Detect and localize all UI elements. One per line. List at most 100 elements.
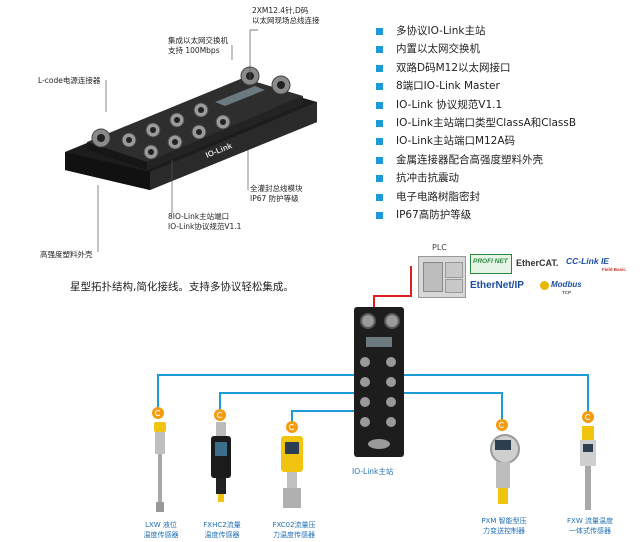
feature-text: 双路D码M12以太网接口 bbox=[396, 61, 511, 74]
callout-ports-line1: 8IO-Link主站端口 bbox=[168, 212, 230, 221]
modbus-icon bbox=[540, 281, 549, 290]
iolink-icon bbox=[286, 421, 298, 433]
cclink-sub-text: Field Basic bbox=[602, 267, 626, 272]
device-label: FXHC2流量 温度传感器 bbox=[196, 520, 248, 540]
fxhc2-sensor-image bbox=[210, 422, 232, 502]
link-line bbox=[587, 374, 589, 414]
callout-switch: 集成以太网交换机 支持 100Mbps bbox=[168, 36, 228, 56]
callout-potting-line2: IP67 防护等级 bbox=[250, 194, 299, 203]
bullet-icon bbox=[376, 46, 383, 54]
device-label: FXW 流量温度 一体式传感器 bbox=[560, 516, 620, 536]
ethernetip-logo: EtherNet/IP bbox=[470, 280, 524, 291]
bullet-icon bbox=[376, 175, 383, 183]
device-label-line1: FXHC2流量 bbox=[203, 521, 241, 529]
cclink-text: CC-Link IE bbox=[566, 256, 609, 266]
device-label-line2: 力变送控制器 bbox=[483, 527, 525, 535]
feature-text: IO-Link主站端口类型ClassA和ClassB bbox=[396, 116, 577, 129]
device-label-line2: 温度传感器 bbox=[204, 531, 240, 539]
device-label: PXM 智能型压 力变送控制器 bbox=[474, 516, 534, 536]
iolink-icon bbox=[582, 411, 594, 423]
feature-list: 多协议IO-Link主站 内置以太网交换机 双路D码M12以太网接口 8端口IO… bbox=[376, 22, 576, 224]
feature-text: 8端口IO-Link Master bbox=[396, 80, 500, 93]
feature-item: IO-Link主站端口M12A码 bbox=[376, 132, 576, 150]
link-line bbox=[219, 392, 355, 394]
feature-item: 电子电路树脂密封 bbox=[376, 188, 576, 206]
callout-switch-line1: 集成以太网交换机 bbox=[168, 36, 228, 45]
callout-ports: 8IO-Link主站端口 IO-Link协议规范V1.1 bbox=[168, 212, 241, 232]
bullet-icon bbox=[376, 156, 383, 164]
bullet-icon bbox=[376, 138, 383, 146]
callout-potting: 全灌封总线模块 IP67 防护等级 bbox=[250, 184, 303, 204]
link-line bbox=[501, 392, 503, 422]
plc-device bbox=[418, 256, 466, 298]
profinet-logo: PROFI NET bbox=[470, 254, 512, 274]
bullet-icon bbox=[376, 83, 383, 91]
plc-label: PLC bbox=[432, 243, 447, 252]
device-label-line2: 温度传感器 bbox=[143, 531, 179, 539]
product-photo: IO-Link bbox=[55, 40, 325, 210]
modbus-text: Modbus bbox=[551, 280, 582, 289]
link-line bbox=[291, 410, 355, 412]
iolink-icon bbox=[152, 407, 164, 419]
callout-lcode: L-code电源连接器 bbox=[38, 76, 101, 85]
iolink-master-label: IO-Link主站 bbox=[352, 467, 394, 476]
callout-m12-d-line2: 以太网现场总线连接 bbox=[252, 16, 320, 25]
device-label-line2: 一体式传感器 bbox=[569, 527, 611, 535]
device-label-line1: LXW 液位 bbox=[145, 521, 177, 529]
bullet-icon bbox=[376, 193, 383, 201]
network-link-vertical bbox=[410, 266, 412, 296]
feature-item: 双路D码M12以太网接口 bbox=[376, 59, 576, 77]
link-line bbox=[219, 392, 221, 412]
iolink-master-module bbox=[354, 307, 404, 457]
iolink-icon bbox=[214, 409, 226, 421]
bullet-icon bbox=[376, 64, 383, 72]
device-label: FXC02流量压 力温度传感器 bbox=[266, 520, 322, 540]
device-label-line1: PXM 智能型压 bbox=[481, 517, 527, 525]
feature-text: 电子电路树脂密封 bbox=[396, 190, 480, 203]
feature-item: IO-Link 协议规范V1.1 bbox=[376, 96, 576, 114]
network-link-horizontal bbox=[373, 295, 412, 297]
feature-text: 多协议IO-Link主站 bbox=[396, 25, 486, 37]
feature-item: IP67高防护等级 bbox=[376, 206, 576, 224]
device-label-line1: FXC02流量压 bbox=[272, 521, 316, 529]
feature-item: 抗冲击抗震动 bbox=[376, 169, 576, 187]
feature-item: 金属连接器配合高强度塑料外壳 bbox=[376, 151, 576, 169]
feature-text: 内置以太网交换机 bbox=[396, 43, 480, 56]
tagline: 星型拓扑结构,简化接线。支持多协议轻松集成。 bbox=[70, 281, 294, 293]
callout-lines bbox=[97, 29, 258, 252]
bullet-icon bbox=[376, 119, 383, 127]
link-line bbox=[157, 374, 355, 376]
feature-item: IO-Link主站端口类型ClassA和ClassB bbox=[376, 114, 576, 132]
callout-m12-d-line1: 2XM12.4针,D码 bbox=[252, 6, 309, 15]
device-label-line1: FXW 流量温度 bbox=[567, 517, 613, 525]
profinet-text: PROFI NET bbox=[473, 258, 508, 265]
callout-ports-line2: IO-Link协议规范V1.1 bbox=[168, 222, 242, 231]
ethercat-logo: EtherCAT. bbox=[516, 258, 559, 268]
callout-m12-d: 2XM12.4针,D码 以太网现场总线连接 bbox=[252, 6, 320, 26]
feature-item: 8端口IO-Link Master bbox=[376, 77, 576, 95]
bullet-icon bbox=[376, 28, 383, 35]
feature-item: 多协议IO-Link主站 bbox=[376, 22, 576, 40]
feature-text: IO-Link 协议规范V1.1 bbox=[396, 98, 503, 111]
fxc02-sensor-image bbox=[277, 436, 307, 510]
callout-housing: 高强度塑料外壳 bbox=[40, 250, 93, 259]
feature-item: 内置以太网交换机 bbox=[376, 40, 576, 58]
bullet-icon bbox=[376, 211, 383, 219]
link-line bbox=[403, 392, 503, 394]
network-link-down bbox=[373, 295, 375, 309]
link-line bbox=[403, 374, 589, 376]
device-label: LXW 液位 温度传感器 bbox=[136, 520, 186, 540]
feature-text: 金属连接器配合高强度塑料外壳 bbox=[396, 153, 543, 166]
link-line bbox=[157, 374, 159, 410]
modbus-sub-text: TCP bbox=[562, 290, 571, 295]
callout-switch-line2: 支持 100Mbps bbox=[168, 46, 220, 55]
lxw-sensor-image bbox=[150, 422, 170, 514]
link-line bbox=[291, 410, 293, 424]
fxw-sensor-image bbox=[576, 426, 600, 512]
feature-text: 抗冲击抗震动 bbox=[396, 172, 459, 185]
iolink-icon bbox=[496, 419, 508, 431]
callout-potting-line1: 全灌封总线模块 bbox=[250, 184, 303, 193]
feature-text: IP67高防护等级 bbox=[396, 208, 472, 221]
device-label-line2: 力温度传感器 bbox=[273, 531, 315, 539]
feature-text: IO-Link主站端口M12A码 bbox=[396, 135, 516, 148]
